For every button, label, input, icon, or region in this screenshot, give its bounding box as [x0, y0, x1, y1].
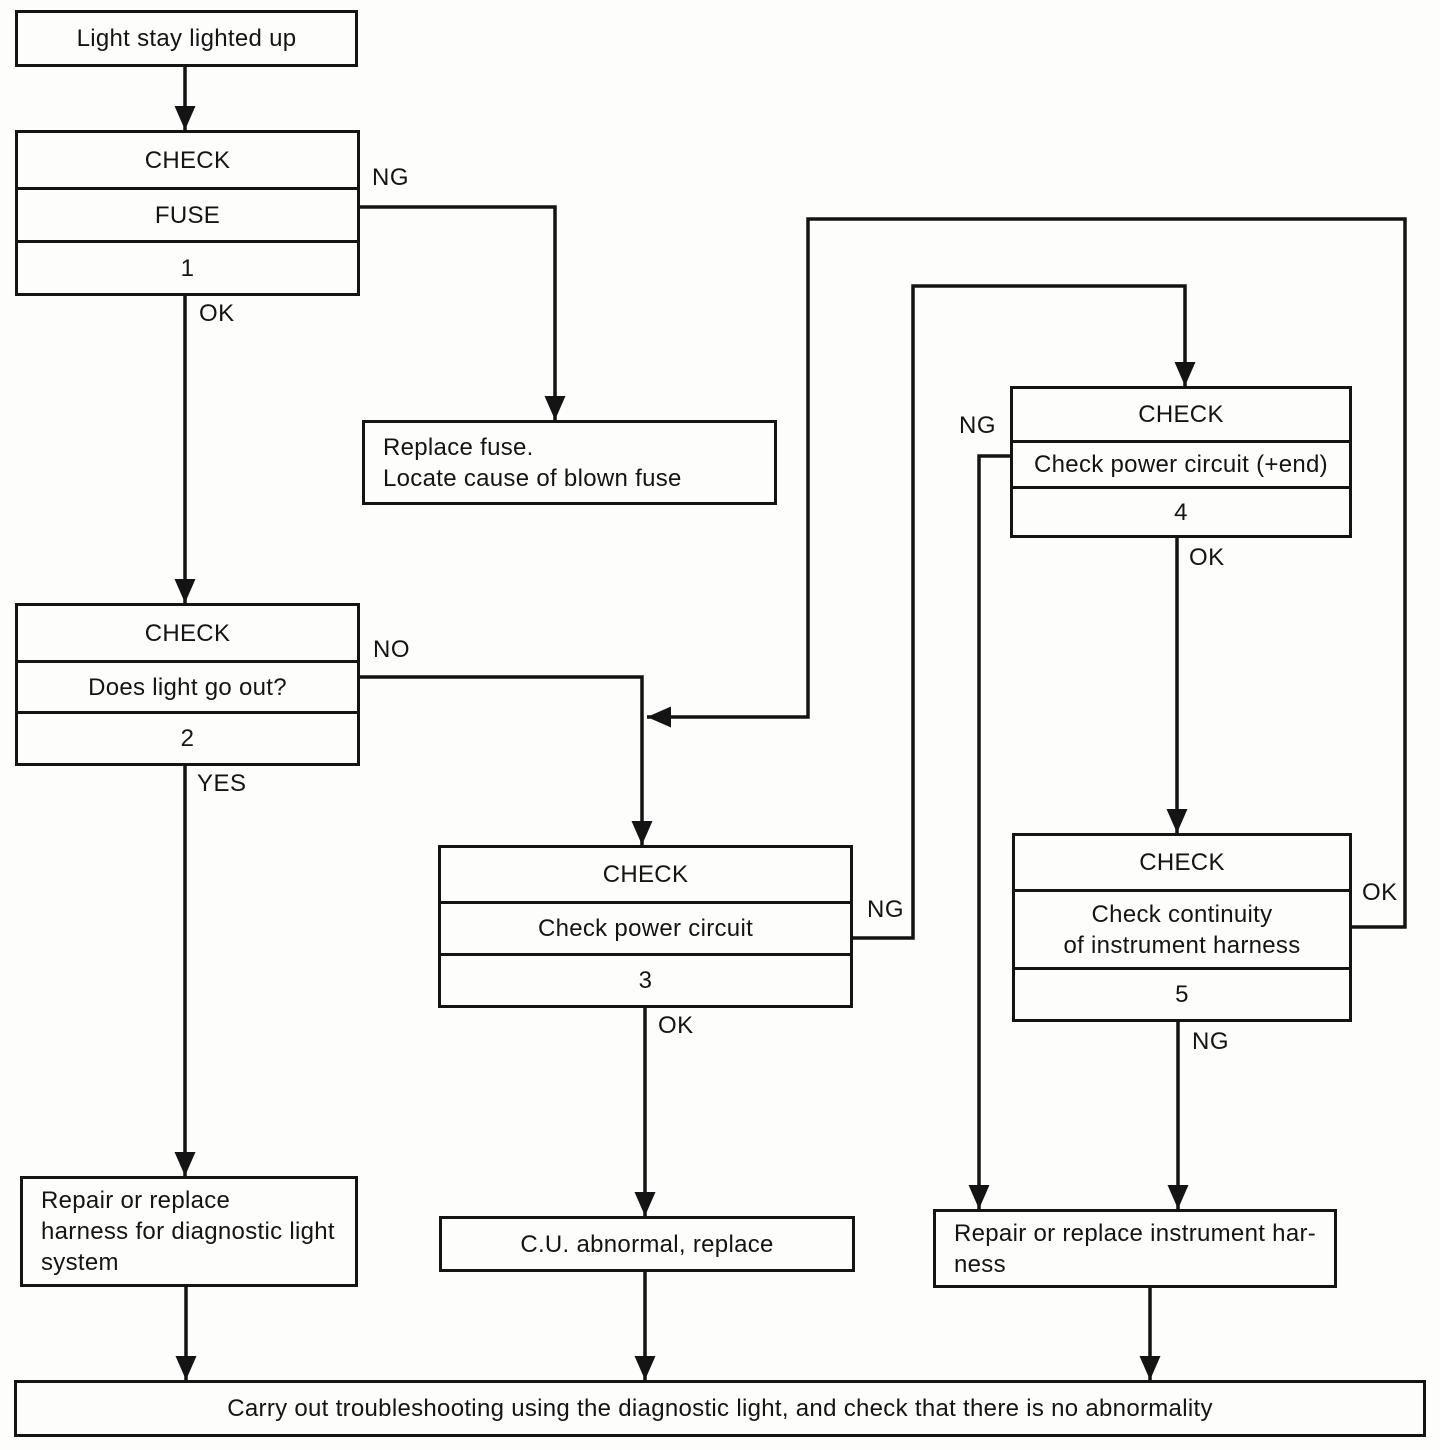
- check-fuse-box-text-line: CHECK: [144, 146, 231, 174]
- edge-start-to-check1-arrowhead: [174, 106, 196, 130]
- final-troubleshooting-box: Carry out troubleshooting using the diag…: [14, 1380, 1426, 1437]
- check-power-circuit-box-text-line: CHECK: [602, 861, 689, 888]
- repair-diagnostic-harness-box-text-line: harness for diagnostic light: [41, 1218, 335, 1245]
- edge-check5-ng-to-repair-instr: [1167, 1022, 1189, 1209]
- edge-cu-to-final: [634, 1272, 656, 1380]
- start-box-light-stay-lighted-up: Light stay lighted up: [15, 10, 358, 67]
- edge-repair-diag-to-final-arrowhead: [175, 1356, 197, 1380]
- edge-check4-ok-to-check5-arrowhead: [1166, 809, 1188, 833]
- label-ng-check3: NG: [867, 896, 904, 923]
- edge-check5-ng-to-repair-instr-arrowhead: [1167, 1185, 1189, 1209]
- check-fuse-box: CHECK FUSE 1: [15, 130, 360, 296]
- check-fuse-box-section-2: FUSE: [18, 187, 357, 240]
- repair-diagnostic-harness-box-section-1: Repair or replace harness for diagnostic …: [23, 1179, 355, 1284]
- edge-check3-ok-to-cu-arrowhead: [634, 1192, 656, 1216]
- check-continuity-instrument-harness-box-text-line: 5: [1175, 981, 1189, 1008]
- check-does-light-go-out-box-text-line: CHECK: [144, 619, 231, 647]
- start-box-light-stay-lighted-up-text-line: Light stay lighted up: [76, 25, 297, 52]
- check-power-circuit-box-text-line: Check power circuit: [537, 915, 754, 942]
- repair-diagnostic-harness-box: Repair or replace harness for diagnostic …: [20, 1176, 358, 1287]
- label-ok-check1: OK: [199, 300, 235, 327]
- edge-check3-ng-to-check4: [853, 284, 1196, 940]
- check-fuse-box-text-line: 1: [180, 254, 195, 282]
- cu-abnormal-replace-box-text-line: C.U. abnormal, replace: [520, 1230, 774, 1258]
- check-continuity-instrument-harness-box-section-1: CHECK: [1015, 836, 1349, 889]
- check-power-circuit-plus-end-box-text-line: CHECK: [1138, 401, 1224, 428]
- edge-repair-instr-to-final-arrowhead: [1139, 1356, 1161, 1380]
- check-does-light-go-out-box: CHECK Does light go out? 2: [15, 603, 360, 766]
- check-continuity-instrument-harness-box-text-line: Check continuity: [1091, 900, 1273, 928]
- cu-abnormal-replace-box-section-1: C.U. abnormal, replace: [442, 1219, 852, 1269]
- final-troubleshooting-box-text-line: Carry out troubleshooting using the diag…: [227, 1395, 1213, 1422]
- label-ok-check3: OK: [658, 1012, 694, 1039]
- check-power-circuit-plus-end-box-section-3: 4: [1013, 486, 1349, 535]
- repair-diagnostic-harness-box-text-line: Repair or replace: [41, 1187, 231, 1214]
- check-power-circuit-plus-end-box-section-1: CHECK: [1013, 389, 1349, 440]
- repair-instrument-harness-box-text-line: ness: [954, 1250, 1006, 1278]
- edge-check1-ng-to-replace-fuse-arrowhead: [544, 396, 566, 420]
- label-no-check2: NO: [373, 636, 410, 663]
- edge-check1-ng-to-replace-fuse: [360, 205, 566, 420]
- check-power-circuit-plus-end-box-text-line: Check power circuit (+end): [1034, 451, 1328, 478]
- edge-check2-yes-to-repair-diag: [174, 766, 196, 1176]
- check-continuity-instrument-harness-box-section-3: 5: [1015, 967, 1349, 1019]
- label-ok-check5: OK: [1362, 879, 1398, 906]
- edge-check5-ok-return-to-check3: [647, 217, 1407, 929]
- cu-abnormal-replace-box: C.U. abnormal, replace: [439, 1216, 855, 1272]
- check-continuity-instrument-harness-box-section-2: Check continuity of instrument harness: [1015, 889, 1349, 967]
- label-ng-check4: NG: [959, 412, 996, 439]
- edge-repair-instr-to-final: [1139, 1288, 1161, 1380]
- check-does-light-go-out-box-text-line: 2: [180, 725, 195, 752]
- final-troubleshooting-box-section-1: Carry out troubleshooting using the diag…: [17, 1383, 1423, 1434]
- repair-instrument-harness-box: Repair or replace instrument har-ness: [933, 1209, 1337, 1288]
- replace-fuse-box-section-1: Replace fuse. Locate cause of blown fuse: [365, 423, 774, 502]
- edge-repair-diag-to-final: [175, 1287, 197, 1380]
- check-does-light-go-out-box-section-3: 2: [18, 711, 357, 763]
- check-power-circuit-plus-end-box: CHECK Check power circuit (+end) 4: [1010, 386, 1352, 538]
- check-continuity-instrument-harness-box: CHECK Check continuity of instrument harne…: [1012, 833, 1352, 1022]
- edge-check2-no-to-check3: [360, 675, 653, 845]
- edge-check3-ok-to-cu: [634, 1008, 656, 1216]
- start-box-light-stay-lighted-up-section-1: Light stay lighted up: [18, 13, 355, 64]
- check-power-circuit-box: CHECK Check power circuit 3: [438, 845, 853, 1008]
- check-power-circuit-box-section-3: 3: [441, 953, 850, 1005]
- check-continuity-instrument-harness-box-text-line: of instrument harness: [1063, 931, 1301, 959]
- check-fuse-box-section-1: CHECK: [18, 133, 357, 187]
- check-does-light-go-out-box-section-2: Does light go out?: [18, 660, 357, 711]
- replace-fuse-box: Replace fuse. Locate cause of blown fuse: [362, 420, 777, 505]
- edge-check4-ok-to-check5: [1166, 538, 1188, 833]
- check-power-circuit-box-section-1: CHECK: [441, 848, 850, 901]
- check-fuse-box-section-3: 1: [18, 240, 357, 293]
- replace-fuse-box-text-line: Replace fuse.: [383, 433, 534, 461]
- label-ng-check5: NG: [1192, 1028, 1229, 1055]
- label-ok-check4: OK: [1189, 544, 1225, 571]
- edge-check2-no-to-check3-arrowhead: [631, 821, 653, 845]
- edge-check4-ng-to-repair-instr: [968, 454, 1010, 1209]
- edge-check5-ok-return-to-check3-arrowhead: [647, 706, 671, 728]
- repair-instrument-harness-box-section-1: Repair or replace instrument har-ness: [936, 1212, 1334, 1285]
- check-power-circuit-box-text-line: 3: [638, 967, 653, 994]
- check-does-light-go-out-box-text-line: Does light go out?: [88, 673, 287, 701]
- check-continuity-instrument-harness-box-text-line: CHECK: [1139, 849, 1225, 876]
- check-does-light-go-out-box-section-1: CHECK: [18, 606, 357, 660]
- edge-start-to-check1: [174, 67, 196, 130]
- edge-check1-ok-to-check2-arrowhead: [174, 579, 196, 603]
- check-power-circuit-plus-end-box-section-2: Check power circuit (+end): [1013, 440, 1349, 486]
- edge-check4-ng-to-repair-instr-arrowhead: [968, 1185, 990, 1209]
- repair-instrument-harness-box-text-line: Repair or replace instrument har-: [954, 1219, 1317, 1247]
- check-fuse-box-text-line: FUSE: [154, 201, 221, 229]
- edge-check3-ng-to-check4-arrowhead: [1174, 362, 1196, 386]
- edge-check1-ok-to-check2: [174, 296, 196, 603]
- edge-cu-to-final-arrowhead: [634, 1356, 656, 1380]
- repair-diagnostic-harness-box-text-line: system: [41, 1249, 119, 1276]
- label-yes-check2: YES: [197, 770, 247, 797]
- label-ng-check1: NG: [372, 164, 409, 191]
- check-power-circuit-plus-end-box-text-line: 4: [1174, 498, 1188, 526]
- check-power-circuit-box-section-2: Check power circuit: [441, 901, 850, 953]
- edge-check2-yes-to-repair-diag-arrowhead: [174, 1152, 196, 1176]
- replace-fuse-box-text-line: Locate cause of blown fuse: [383, 464, 682, 492]
